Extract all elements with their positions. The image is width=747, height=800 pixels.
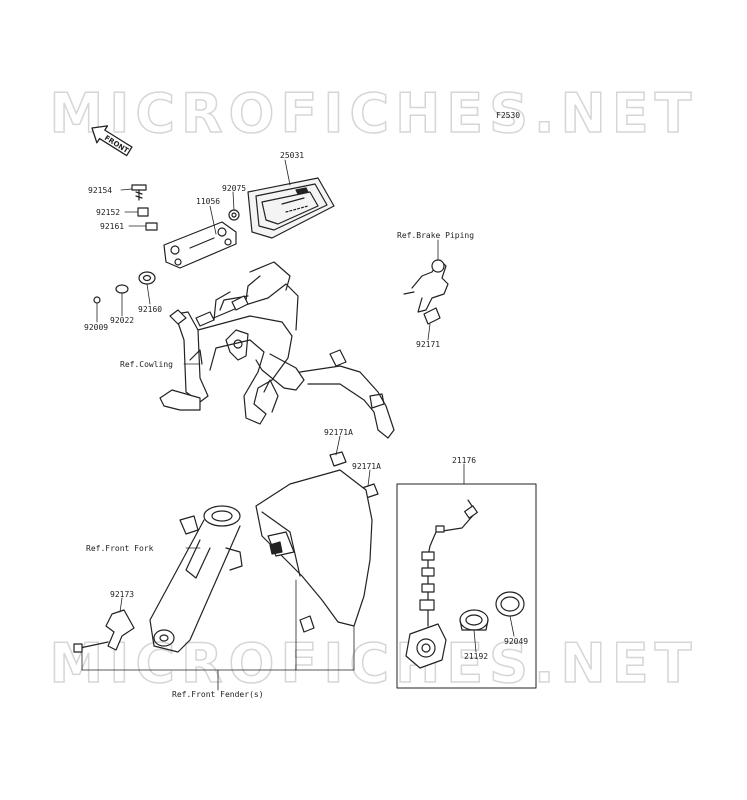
part-21176: 21176 xyxy=(452,456,477,465)
damper-92161 xyxy=(145,222,158,231)
speed-sensor-21176 xyxy=(405,499,478,669)
part-92171A-lower: 92171A xyxy=(352,462,381,471)
bracket-11056 xyxy=(163,221,237,269)
ref-brake-piping: Ref.Brake Piping xyxy=(397,231,475,240)
clamp-92171A-upper xyxy=(329,451,347,467)
nut-92009 xyxy=(93,296,101,304)
part-92049: 92049 xyxy=(504,637,529,646)
part-92154: 92154 xyxy=(88,186,113,195)
part-25031: 25031 xyxy=(280,151,305,160)
collar-92152 xyxy=(137,207,149,217)
part-92161: 92161 xyxy=(100,222,125,231)
damper-92160 xyxy=(138,271,156,285)
part-92173: 92173 xyxy=(110,590,135,599)
part-92171: 92171 xyxy=(416,340,441,349)
part-92022: 92022 xyxy=(110,316,135,325)
washer-92075 xyxy=(228,209,240,221)
part-92009: 92009 xyxy=(84,323,109,332)
ref-front-fork: Ref.Front Fork xyxy=(86,544,154,553)
part-92152: 92152 xyxy=(96,208,121,217)
part-11056: 11056 xyxy=(196,197,221,206)
bracket-92173 xyxy=(73,609,135,653)
front-fender xyxy=(255,469,373,633)
part-21192: 21192 xyxy=(464,652,489,661)
part-92075: 92075 xyxy=(222,184,247,193)
leader-lines xyxy=(81,159,515,691)
meter-stay-frame xyxy=(159,261,395,439)
oil-seal-92049 xyxy=(495,591,525,617)
front-fork xyxy=(149,505,243,653)
washer-92022 xyxy=(115,284,129,294)
ref-front-fender: Ref.Front Fender(s) xyxy=(172,690,264,699)
part-92160: 92160 xyxy=(138,305,163,314)
part-92171A-upper: 92171A xyxy=(324,428,353,437)
sensor-ring-21192 xyxy=(459,609,489,631)
clamp-92171 xyxy=(403,259,449,325)
bolt-92154 xyxy=(131,184,147,201)
ref-cowling: Ref.Cowling xyxy=(120,360,173,369)
sensor-kit-box xyxy=(396,483,537,689)
diagram-code: F2530 xyxy=(496,111,521,120)
meter-assembly xyxy=(247,177,335,239)
front-arrow-icon: FRONT xyxy=(91,125,133,157)
